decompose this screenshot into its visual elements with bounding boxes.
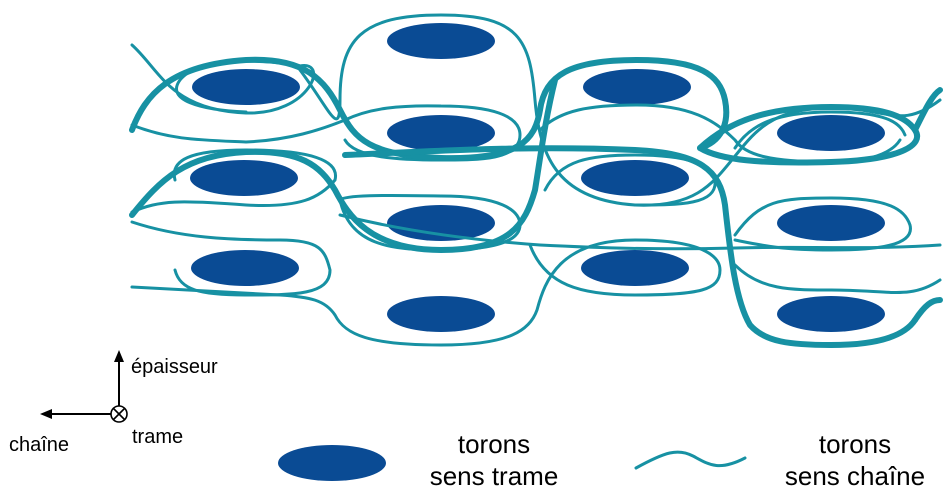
legend-warp-label-line1: torons [818, 429, 892, 459]
weft-axis-label: trame [132, 426, 184, 448]
warp-yarn [338, 213, 942, 251]
warp-yarn [129, 77, 558, 254]
legend-warp-label-line2: sens chaîne [784, 461, 926, 491]
legend-warp-yarn-symbol [634, 450, 747, 470]
warp-yarn [130, 220, 332, 297]
thickness-axis-label: épaisseur [131, 356, 218, 378]
weft-yarn-section [192, 69, 300, 105]
warp-yarn [912, 297, 943, 323]
weft-yarn-section [191, 250, 299, 286]
legend-weft-label-line2: sens trame [429, 461, 559, 491]
weft-yarn-section [581, 250, 689, 286]
legend-weft-label: torons sens trame [404, 428, 584, 492]
warp-yarn [129, 56, 730, 162]
warp-yarns-thick [129, 56, 943, 349]
weft-yarn-sections [190, 23, 885, 332]
legend-weft-label-line1: torons [457, 429, 531, 459]
weft-yarn-section [387, 23, 495, 59]
legend-weft-yarn-symbol [278, 445, 386, 481]
weft-yarn-section [583, 69, 691, 105]
warp-yarn [733, 196, 912, 252]
warp-yarn [342, 145, 918, 349]
weft-yarn-section [190, 160, 298, 196]
weft-yarn-section [777, 205, 885, 241]
warp-yarn [130, 238, 722, 347]
warp-axis-arrowhead [40, 409, 52, 419]
warp-yarn [130, 148, 337, 214]
weft-axis-into-page-icon [110, 405, 128, 423]
weft-yarn-section [387, 205, 495, 241]
weft-yarn-section [777, 115, 885, 151]
legend-symbols [278, 445, 747, 481]
warp-axis-label: chaîne [9, 434, 70, 456]
thickness-axis-arrowhead [114, 350, 124, 362]
weft-yarn-section [777, 296, 885, 332]
warp-yarn [733, 110, 907, 150]
weft-yarn-section [581, 160, 689, 196]
weft-yarn-section [387, 296, 495, 332]
warp-yarn [733, 263, 942, 294]
weft-yarn-section [387, 115, 495, 151]
coordinate-axes [40, 350, 128, 423]
warp-yarn [912, 87, 943, 133]
legend-warp-label: torons sens chaîne [763, 428, 947, 492]
